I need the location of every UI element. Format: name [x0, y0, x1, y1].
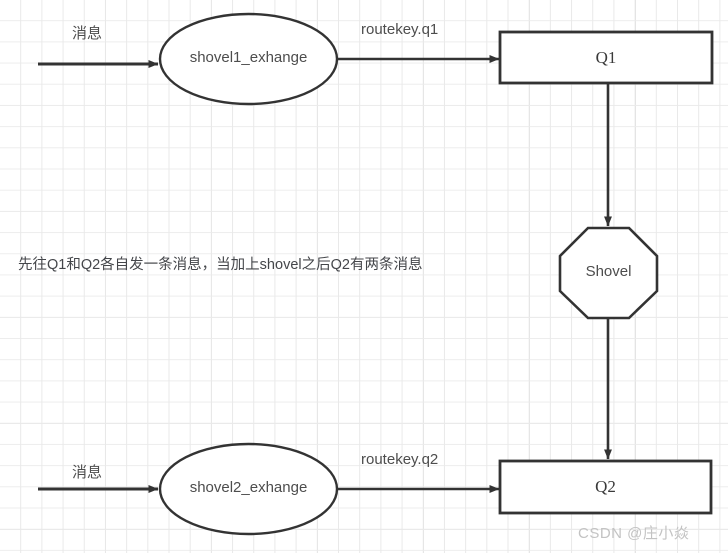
node-label-shovel1-exchange: shovel1_exhange	[189, 49, 308, 66]
node-q1[interactable]	[498, 30, 714, 85]
node-q2[interactable]	[498, 459, 713, 515]
edge-label-msg-bottom: 消息	[72, 464, 103, 481]
diagram-note: 先往Q1和Q2各自发一条消息，当加上shovel之后Q2有两条消息	[18, 257, 423, 273]
node-shovel[interactable]	[558, 226, 659, 320]
edge-label-routekey-q2: routekey.q2	[361, 451, 439, 468]
node-label-q1: Q1	[595, 48, 617, 67]
node-label-shovel2-exchange: shovel2_exhange	[189, 479, 308, 496]
node-label-shovel: Shovel	[585, 263, 632, 280]
node-label-q2: Q2	[595, 477, 616, 496]
watermark: CSDN @庄小焱	[578, 525, 690, 542]
edge-label-msg-top: 消息	[72, 25, 103, 42]
edge-label-routekey-q1: routekey.q1	[361, 21, 439, 38]
